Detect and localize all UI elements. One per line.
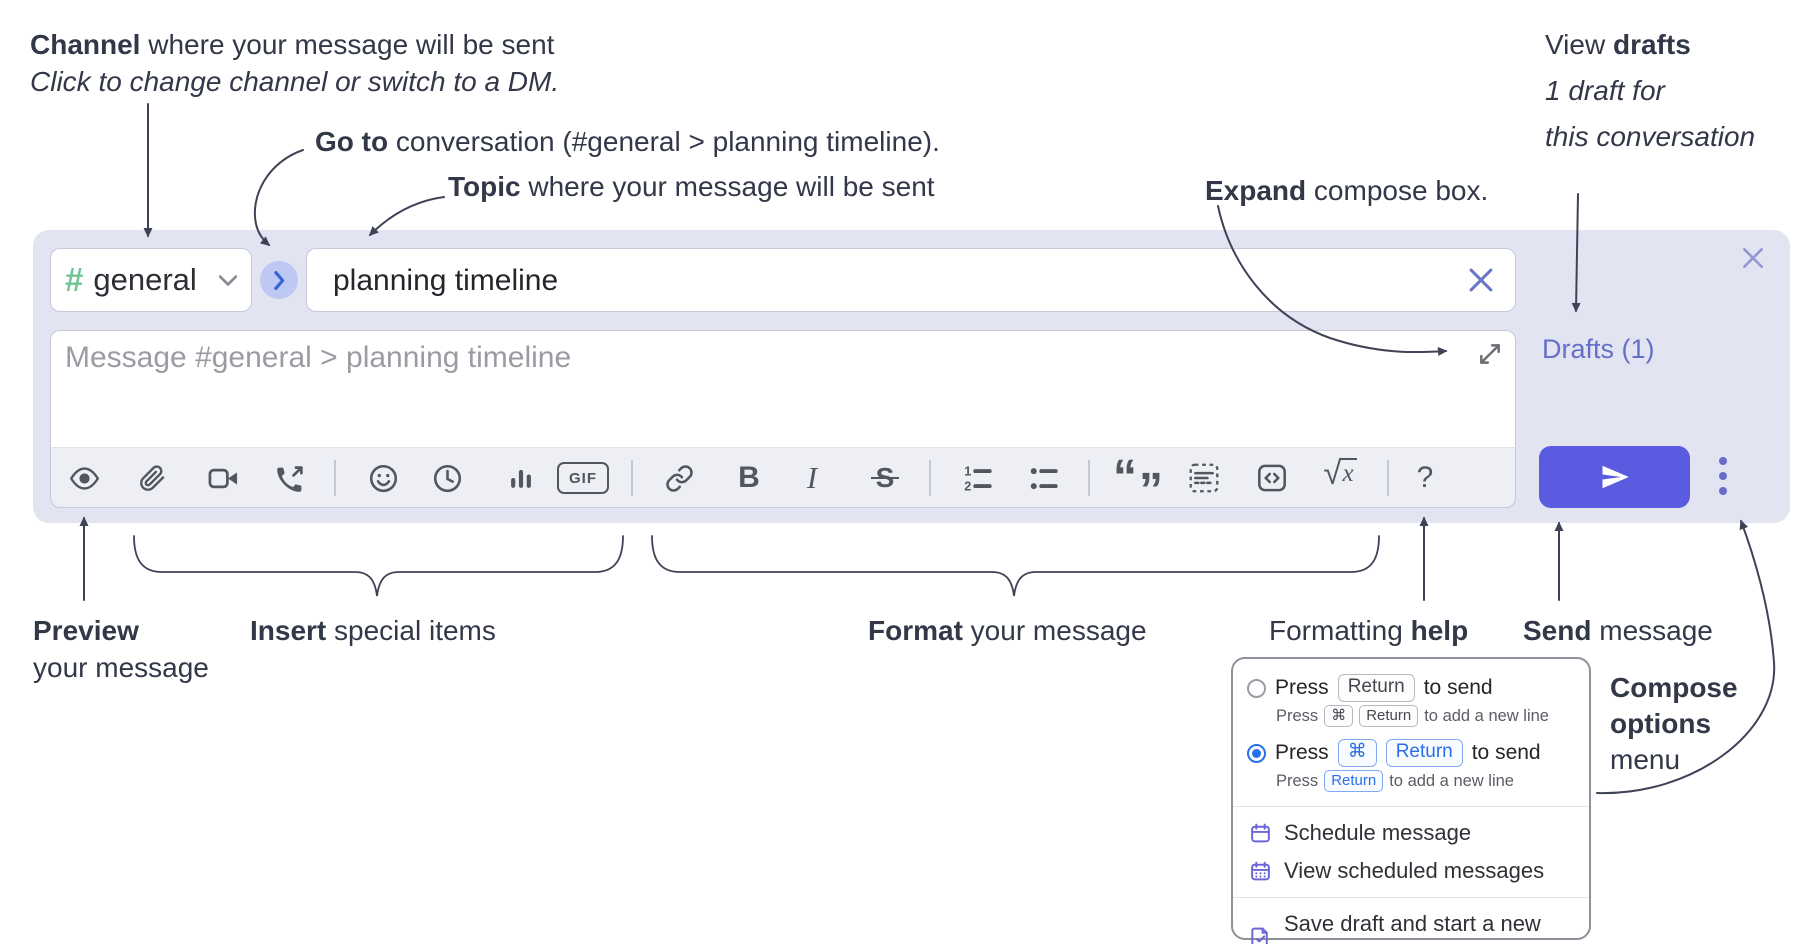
radio-unselected-icon[interactable] bbox=[1247, 678, 1266, 698]
emoji-icon[interactable] bbox=[363, 458, 403, 498]
svg-text:1: 1 bbox=[964, 465, 971, 479]
save-draft-icon bbox=[1249, 926, 1272, 944]
strikethrough-icon[interactable]: S bbox=[865, 458, 905, 498]
topic-field bbox=[306, 248, 1516, 313]
calendar-icon bbox=[1249, 822, 1272, 845]
brace-format-group bbox=[651, 535, 1380, 597]
math-icon[interactable]: √x bbox=[1314, 456, 1366, 498]
menu-item-schedule-message[interactable]: Schedule message bbox=[1233, 814, 1589, 852]
expand-annotation: Expand compose box. bbox=[1205, 175, 1489, 206]
return-key: Return bbox=[1359, 705, 1419, 727]
send-option-cmd-return-hint: Press Return to add a new line bbox=[1233, 769, 1589, 799]
svg-text:2: 2 bbox=[964, 480, 971, 493]
go-to-conversation-button[interactable] bbox=[260, 261, 298, 299]
send-annotation: Send message bbox=[1523, 615, 1713, 646]
send-option-cmd-return[interactable]: Press ⌘ Return to send bbox=[1233, 734, 1589, 769]
compose-toolbar bbox=[50, 447, 1516, 508]
toolbar-divider bbox=[1088, 460, 1090, 496]
send-button[interactable] bbox=[1539, 446, 1690, 508]
toolbar-divider bbox=[929, 460, 931, 496]
clear-topic-icon[interactable] bbox=[1467, 266, 1495, 294]
channel-annotation: Channel where your message will be sent … bbox=[30, 26, 559, 100]
voice-call-icon[interactable] bbox=[270, 458, 310, 498]
insert-annotation: Insert special items bbox=[250, 615, 496, 646]
menu-divider bbox=[1233, 806, 1589, 807]
channel-hash-icon: # bbox=[65, 261, 84, 298]
channel-selector[interactable]: # general bbox=[50, 248, 252, 312]
toolbar-divider bbox=[631, 460, 633, 496]
preview-annotation: Preview your message bbox=[33, 615, 209, 683]
radio-selected-icon[interactable] bbox=[1247, 743, 1266, 763]
menu-item-view-scheduled-messages[interactable]: View scheduled messages bbox=[1233, 852, 1589, 890]
close-compose-icon[interactable] bbox=[1740, 245, 1766, 271]
preview-icon[interactable] bbox=[64, 458, 104, 498]
menu-divider bbox=[1233, 897, 1589, 898]
goto-annotation: Go to conversation (#general > planning … bbox=[315, 126, 940, 157]
send-option-return[interactable]: Press Return to send bbox=[1233, 669, 1589, 704]
compose-options-annotation: Compose options menu bbox=[1610, 672, 1738, 775]
channel-annotation-bold: Channel bbox=[30, 29, 141, 60]
bold-icon[interactable]: B bbox=[738, 461, 760, 494]
compose-options-menu: Press Return to send Press ⌘ Return to a… bbox=[1231, 657, 1591, 944]
calendar-grid-icon bbox=[1249, 860, 1272, 883]
channel-annotation-line2: Click to change channel or switch to a D… bbox=[30, 66, 560, 97]
quote-icon[interactable]: “” bbox=[1113, 451, 1163, 517]
drafts-annotation: View drafts 1 draft for this conversatio… bbox=[1545, 29, 1756, 152]
toolbar-divider bbox=[1387, 460, 1389, 496]
message-input[interactable] bbox=[63, 339, 1447, 439]
attach-file-icon[interactable] bbox=[132, 458, 172, 498]
topic-input[interactable] bbox=[331, 249, 1455, 313]
send-option-return-hint: Press ⌘ Return to add a new line bbox=[1233, 704, 1589, 734]
return-key: Return bbox=[1385, 739, 1463, 767]
italic-icon[interactable]: I bbox=[806, 460, 818, 495]
link-icon[interactable] bbox=[659, 458, 699, 498]
toolbar-divider bbox=[334, 460, 336, 496]
return-key: Return bbox=[1337, 674, 1415, 702]
spoiler-icon[interactable] bbox=[1184, 458, 1224, 498]
gif-icon[interactable]: GIF bbox=[557, 462, 609, 494]
formatting-help-annotation: Formatting help bbox=[1269, 615, 1469, 646]
drafts-link[interactable]: Drafts (1) bbox=[1542, 334, 1655, 364]
video-call-icon[interactable] bbox=[203, 458, 243, 498]
format-annotation: Format your message bbox=[868, 615, 1147, 646]
add-global-time-icon[interactable] bbox=[427, 458, 467, 498]
expand-compose-icon[interactable] bbox=[1477, 341, 1503, 367]
channel-annotation-rest: where your message will be sent bbox=[140, 29, 555, 60]
chevron-down-icon bbox=[219, 274, 237, 286]
cmd-key: ⌘ bbox=[1337, 739, 1377, 767]
channel-name: general bbox=[93, 262, 197, 297]
compose-options-menu-button[interactable] bbox=[1711, 457, 1735, 495]
formatting-help-icon[interactable]: ? bbox=[1416, 461, 1434, 494]
menu-item-save-draft[interactable]: Save draft and start a new message bbox=[1233, 905, 1589, 944]
topic-annotation: Topic where your message will be sent bbox=[448, 171, 935, 202]
brace-insert-group bbox=[133, 535, 624, 597]
send-icon bbox=[1599, 462, 1631, 492]
code-icon[interactable] bbox=[1252, 458, 1292, 498]
poll-icon[interactable] bbox=[501, 458, 541, 498]
cmd-key: ⌘ bbox=[1324, 705, 1354, 727]
return-key: Return bbox=[1324, 770, 1384, 792]
bulleted-list-icon[interactable] bbox=[1023, 458, 1063, 498]
